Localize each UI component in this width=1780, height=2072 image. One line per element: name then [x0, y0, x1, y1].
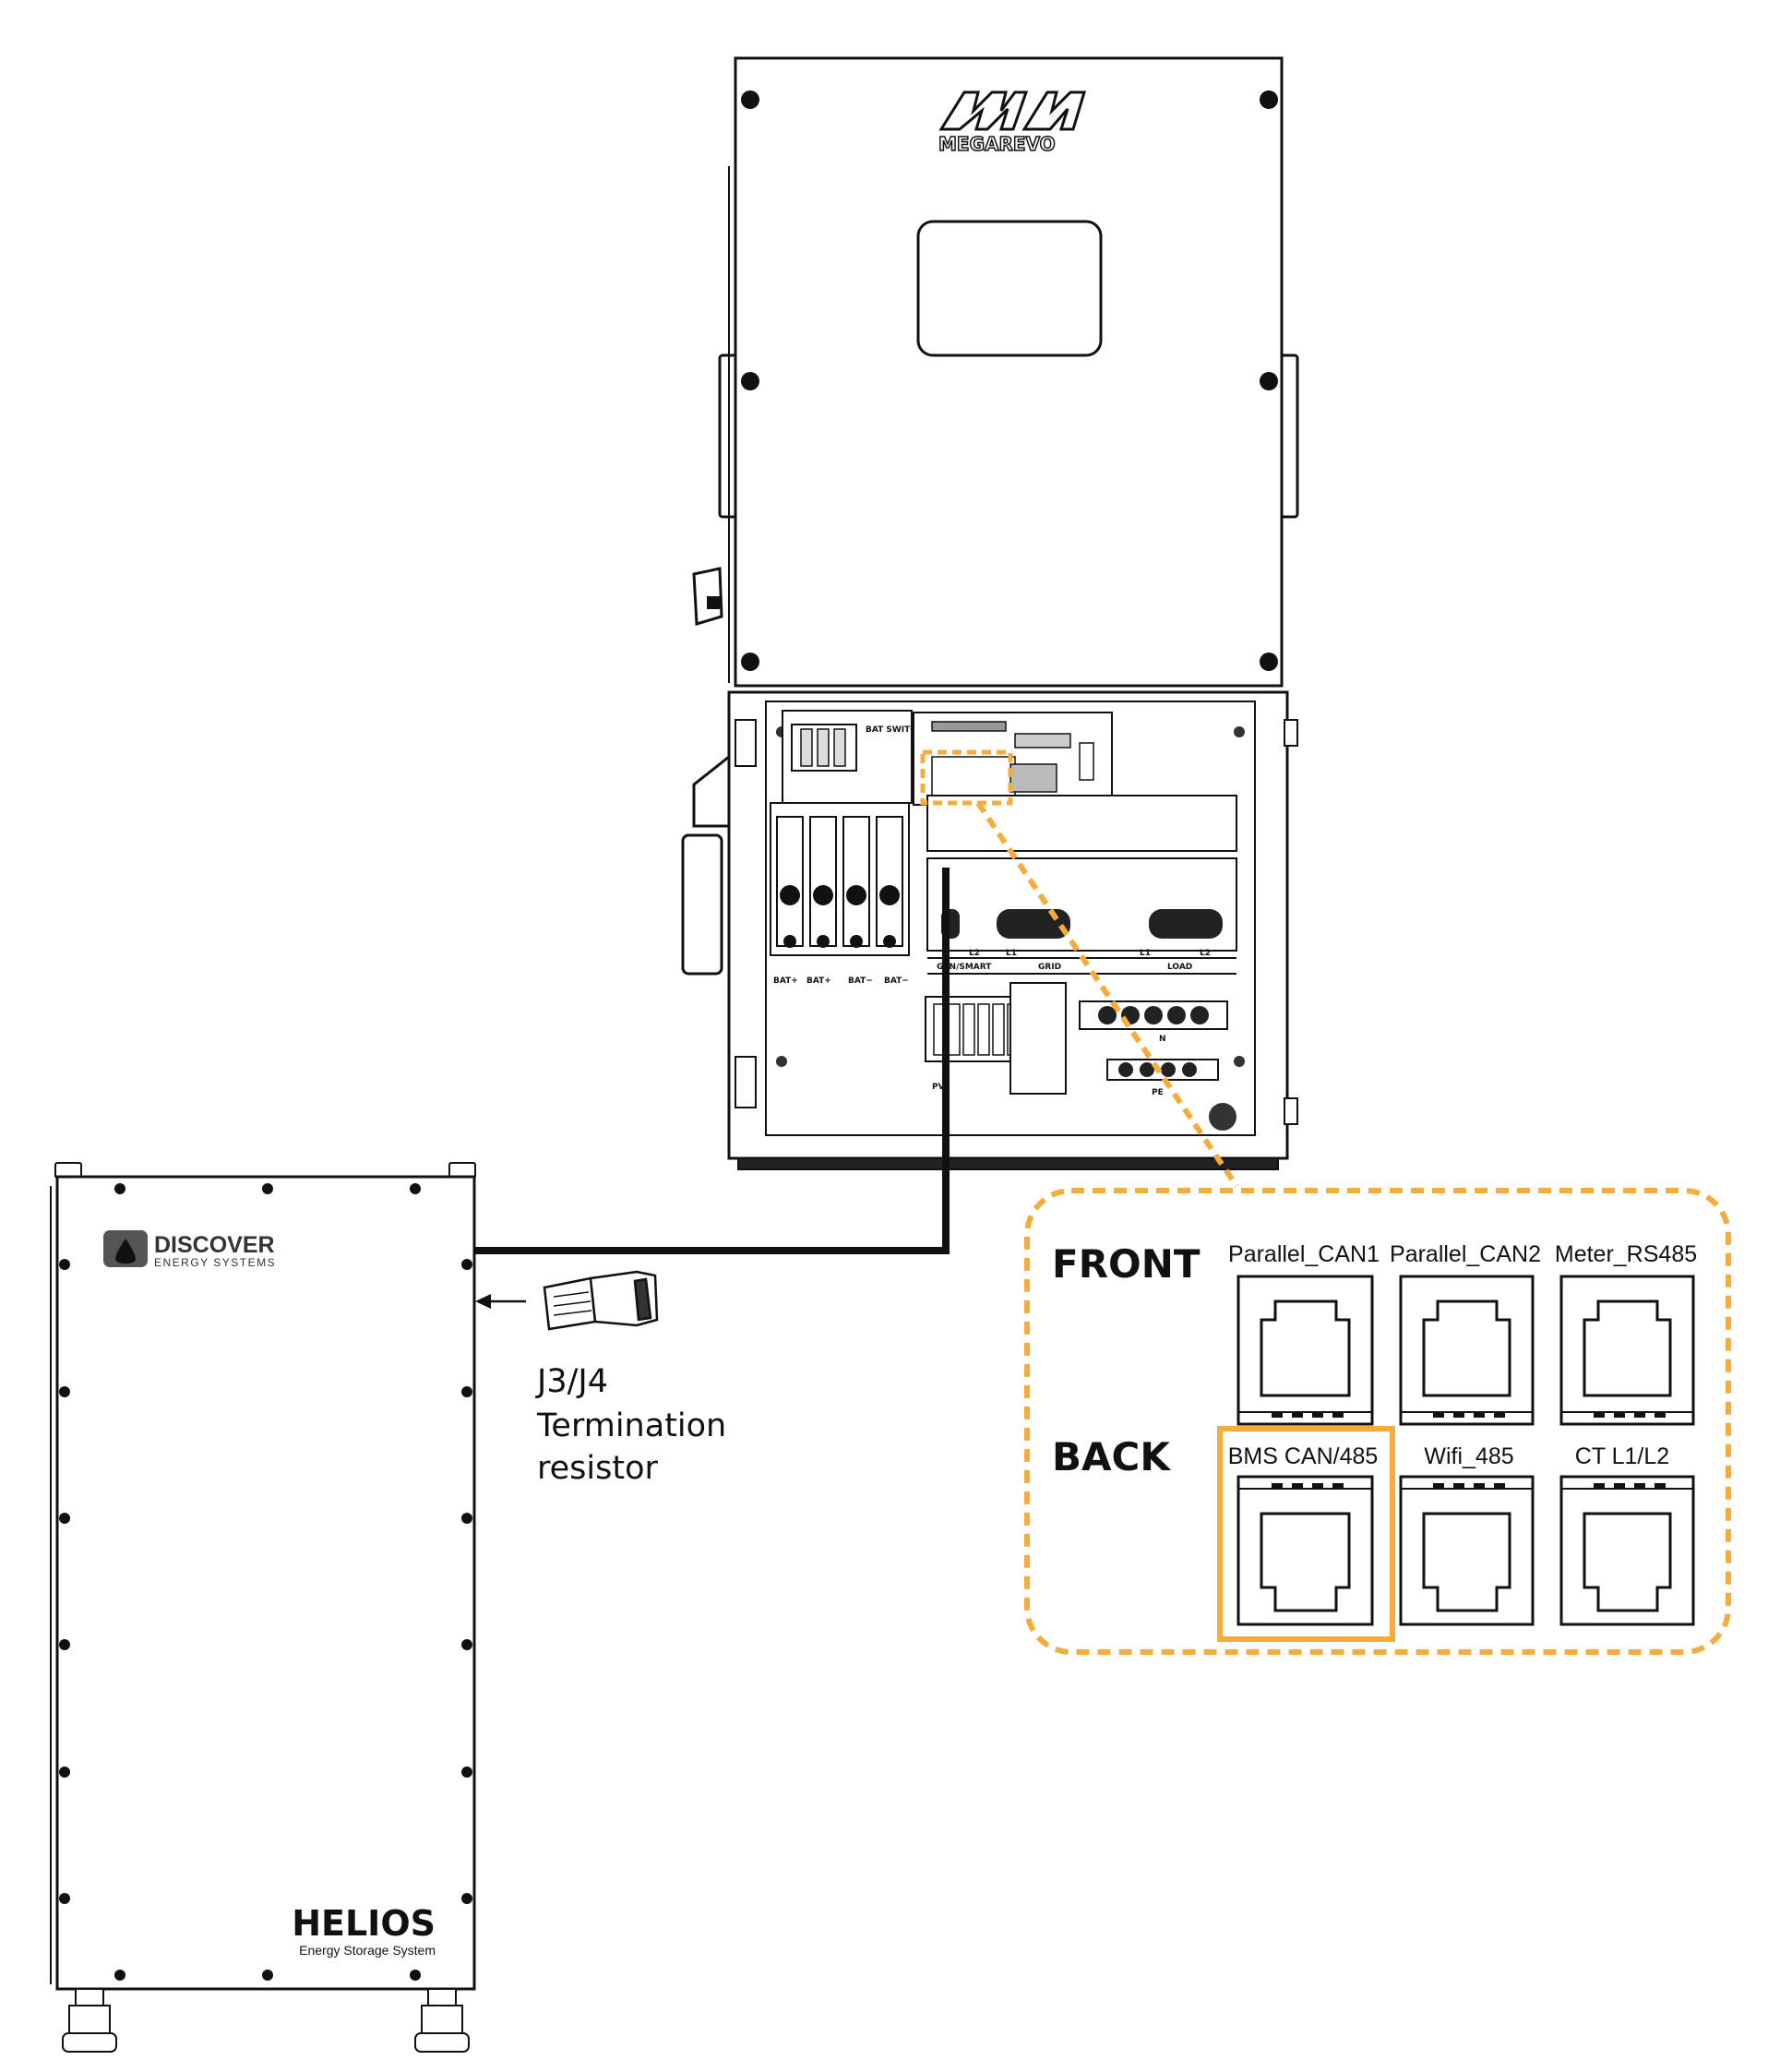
gen-section-label: GEN/SMART [937, 963, 992, 972]
bms-port-highlight-box [1217, 1426, 1395, 1642]
megarevo-wordmark: MEGAREVO [938, 133, 1056, 155]
port-label-meter-rs485: Meter_RS485 [1555, 1241, 1697, 1267]
bat-minus-2-label: BAT− [884, 976, 909, 986]
load-section-label: LOAD [1167, 963, 1192, 972]
terminator-desc-label: resistor [537, 1450, 658, 1487]
discover-logo: DISCOVER ENERGY SYSTEMS [103, 1230, 276, 1269]
bat-labels: BAT+ BAT+ BAT− BAT− [773, 976, 909, 986]
gen-l2-label: L2 [969, 949, 980, 958]
helios-product-sub: Energy Storage System [299, 1943, 436, 1958]
left-gland-bracket [692, 753, 731, 828]
port-label-bms-can485: BMS CAN/485 [1228, 1443, 1379, 1469]
back-ports [1236, 1475, 1695, 1626]
rj45-port-parallel-can1 [1236, 1275, 1374, 1426]
ground-gland [1209, 1103, 1236, 1131]
inverter-upper-body [734, 56, 1284, 688]
detail-callout-line [975, 801, 1239, 1188]
ac-breakers-row [926, 795, 1237, 852]
rj45-port-parallel-can2 [1399, 1275, 1535, 1426]
pe-label: PE [1152, 1088, 1164, 1097]
rj45-port-ct-l1l2 [1559, 1475, 1695, 1626]
megarevo-mark-left [938, 90, 1029, 131]
megarevo-logo: MEGAREVO [938, 90, 1087, 156]
helios-battery [50, 1162, 476, 2053]
inverter-right-handle [1279, 353, 1299, 519]
left-hinge-bottom [735, 1056, 757, 1108]
battery-cabinet [55, 1175, 476, 1991]
port-detail-callout [1024, 1188, 1731, 1655]
rj45-port-meter-rs485 [1559, 1275, 1695, 1426]
inverter-bottom-glands [737, 1157, 1279, 1170]
pv-label: PV [932, 1083, 945, 1092]
bat-plus-1-label: BAT+ [773, 976, 798, 986]
rj45-port-bms-can485 [1236, 1475, 1374, 1626]
port-label-wifi-485: Wifi_485 [1424, 1443, 1513, 1469]
pv-switch [1009, 982, 1067, 1095]
bat-switch-label: BAT SWITCH [866, 725, 923, 735]
load-l2-label: L2 [1200, 949, 1211, 958]
terminator-id-label: J3/J4 [535, 1363, 608, 1400]
inverter-display-window [916, 220, 1103, 357]
terminator-caption: J3/J4 Termination resistor [535, 1363, 726, 1487]
rj45-port-wifi-485 [1399, 1475, 1535, 1626]
port-label-parallel-can2: Parallel_CAN2 [1390, 1241, 1541, 1267]
bat-minus-1-label: BAT− [848, 976, 873, 986]
battery-screws [59, 1183, 472, 1981]
grid-section-label: GRID [1038, 963, 1061, 972]
battery-foot-right [427, 1988, 457, 2006]
load-l1-label: L1 [1140, 949, 1151, 958]
bms-communication-cable [475, 868, 950, 1254]
comm-port-highlight [920, 749, 1013, 806]
grid-l1-label: L1 [1006, 949, 1017, 958]
helios-product-name: HELIOS [292, 1903, 436, 1944]
discover-brand-name: DISCOVER [154, 1232, 275, 1258]
right-latch-bottom [1284, 1097, 1298, 1125]
back-row-label: BACK [1052, 1434, 1171, 1479]
inverter-screws [741, 90, 1278, 671]
battery-foot-left [75, 1988, 104, 2006]
left-cable-gland [681, 833, 723, 976]
rj45-terminator-plug [543, 1270, 659, 1331]
neutral-label: N [1159, 1035, 1166, 1044]
insert-arrow-head [475, 1294, 491, 1309]
discover-brand-sub: ENERGY SYSTEMS [154, 1256, 276, 1269]
port-label-ct-l1l2: CT L1/L2 [1575, 1443, 1669, 1469]
front-row-label: FRONT [1052, 1241, 1201, 1287]
left-hinge-top [735, 719, 757, 767]
megarevo-mark-right [1021, 90, 1087, 131]
port-label-parallel-can1: Parallel_CAN1 [1228, 1241, 1380, 1267]
inverter: BAT SWITCH BAT+ BAT+ BAT− BAT− [681, 56, 1299, 1170]
terminator-type-label: Termination [536, 1407, 726, 1444]
front-ports [1236, 1275, 1695, 1426]
right-latch-top [1284, 719, 1298, 747]
bat-plus-2-label: BAT+ [806, 976, 831, 986]
